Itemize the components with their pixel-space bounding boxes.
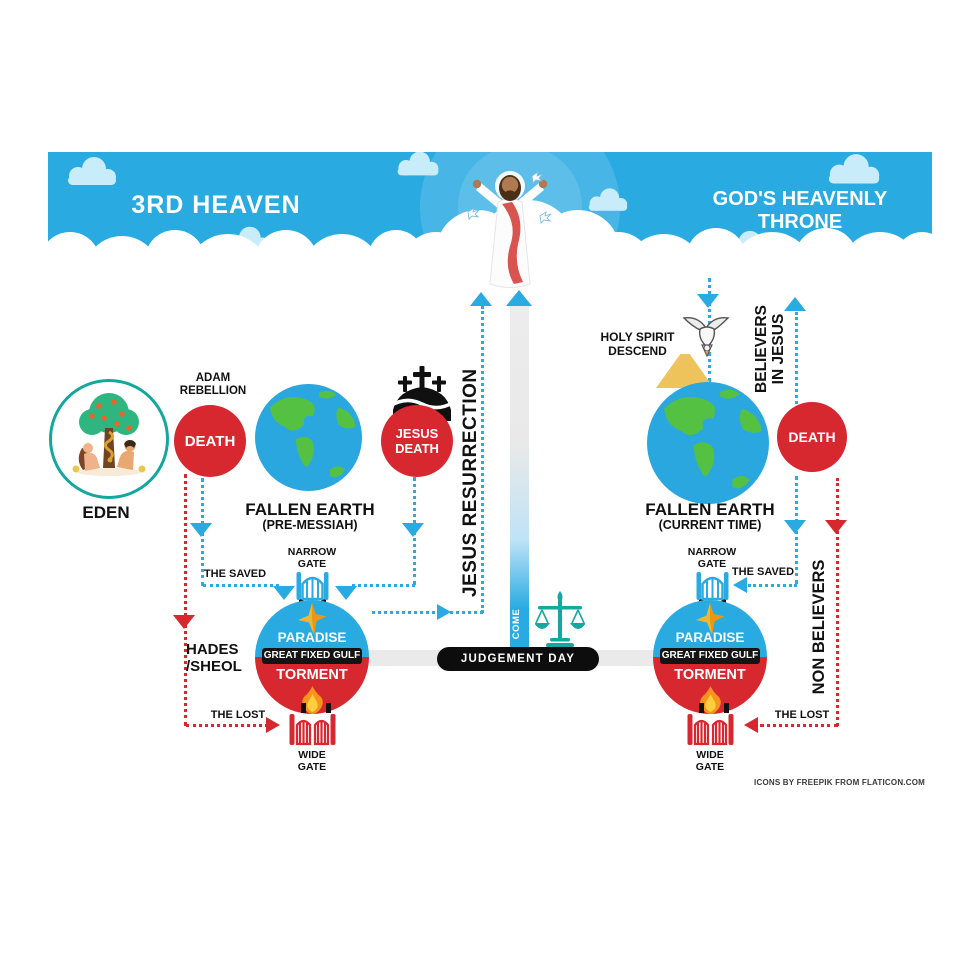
icons-credit: ICONS BY FREEPIK FROM FLATICON.COM: [754, 778, 925, 787]
resurrection-path-vertical: [481, 306, 484, 613]
dove-icon: [682, 317, 730, 358]
eden-tree-icon: [72, 393, 146, 476]
torment-label-left: TORMENT: [276, 667, 348, 683]
the-saved-label-right: THE SAVED: [731, 566, 795, 578]
believers-arrow-up-icon: [784, 297, 806, 311]
cloud-border-art: [40, 107, 948, 318]
come-label: COME: [511, 608, 522, 640]
spirit-descend-path-b: [708, 352, 711, 382]
gate-post: [301, 703, 306, 713]
saved-line-right: [748, 584, 797, 587]
gate-post: [326, 703, 331, 713]
ascension-bar-arrow-up-icon: [506, 290, 532, 306]
torment-label-right: TORMENT: [674, 667, 746, 683]
fallen-earth-current-title: FALLEN EARTH: [645, 500, 775, 519]
lost-arrow-right-icon: [266, 717, 280, 733]
saved-gate-arrow-left-icon: [273, 586, 295, 600]
gate-post: [699, 703, 704, 713]
saved-arrow-down-icon: [190, 523, 212, 537]
great-fixed-gulf-band-left: GREAT FIXED GULF: [262, 648, 362, 664]
resurrection-arrow-right-icon: [437, 604, 451, 620]
fallen-earth-pre-title: FALLEN EARTH: [245, 500, 375, 519]
gate-post: [724, 703, 729, 713]
heaven-banner: [40, 107, 948, 318]
flame-icon: [700, 686, 721, 714]
narrow-gate-label-right: NARROW GATE: [687, 546, 737, 570]
judgement-day-pill: JUDGEMENT DAY: [437, 647, 599, 671]
nonbelievers-arrow-down-icon: [825, 520, 847, 534]
saved-arrow-down-right-icon: [784, 520, 806, 534]
jesus-resurrection-label: JESUS RESURRECTION: [460, 368, 481, 597]
gods-throne-title: GOD'S HEAVENLY THRONE: [690, 188, 910, 234]
non-believers-label: NON BELIEVERS: [810, 559, 828, 695]
wide-gate-icon: [289, 714, 336, 746]
paradise-label-right: PARADISE: [675, 630, 745, 645]
gods-throne-line1: GOD'S HEAVENLY: [712, 188, 888, 210]
fallen-earth-pre-subtitle: (PRE-MESSIAH): [262, 518, 358, 532]
fallen-earth-current-subtitle: (CURRENT TIME): [658, 518, 762, 532]
narrow-gate-label-left: NARROW GATE: [287, 546, 337, 570]
eden-label: EDEN: [82, 503, 130, 522]
wide-gate-label-right: WIDE GATE: [695, 749, 725, 773]
jesus-death-arrow-down-icon: [402, 523, 424, 537]
believers-in-jesus-label: BELIEVERS IN JESUS: [753, 305, 788, 393]
star-icon: [696, 603, 724, 635]
dove-icon: [467, 170, 552, 224]
saved-line-left-b: [352, 584, 415, 587]
resurrection-arrow-up-icon: [470, 292, 492, 306]
the-lost-label-right: THE LOST: [774, 709, 830, 721]
death-circle-left: DEATH: [174, 405, 246, 477]
the-saved-label-left: THE SAVED: [203, 568, 267, 580]
lost-arrow-left-icon: [744, 717, 758, 733]
globe-icon: [255, 384, 362, 491]
eden-circle: [49, 379, 169, 499]
lost-path-left-vertical: [184, 474, 187, 726]
wide-gate-icon: [687, 714, 734, 746]
globe-icon: [647, 382, 769, 504]
flame-icon: [302, 686, 323, 714]
jesus-figure-icon: [467, 170, 552, 288]
the-lost-label-left: THE LOST: [210, 709, 266, 721]
gods-throne-line2: THRONE: [757, 211, 843, 233]
holy-spirit-label: HOLY SPIRIT DESCEND: [600, 330, 675, 358]
resurrection-path-horizontal: [372, 611, 483, 614]
star-icon: [298, 603, 326, 635]
jesus-death-circle: JESUS DEATH: [381, 405, 453, 477]
wide-gate-label-left: WIDE GATE: [297, 749, 327, 773]
lost-arrow-down-icon: [173, 615, 195, 629]
spirit-arrow-down-icon: [697, 294, 719, 308]
third-heaven-title: 3RD HEAVEN: [131, 191, 301, 219]
scales-of-justice-icon: [535, 591, 585, 648]
nonbelievers-path-vertical: [836, 478, 839, 726]
hades-sheol-label: HADES /SHEOL: [186, 641, 242, 676]
lost-line-left: [186, 724, 268, 727]
saved-arrow-left-icon: [733, 577, 747, 593]
great-fixed-gulf-band-right: GREAT FIXED GULF: [660, 648, 760, 664]
believers-path-up: [795, 312, 798, 404]
paradise-label-left: PARADISE: [277, 630, 347, 645]
lost-line-right: [760, 724, 838, 727]
saved-line-left-a: [203, 584, 279, 587]
saved-gate-arrow-right-icon: [335, 586, 357, 600]
come-ascension-bar: [510, 305, 529, 650]
adam-rebellion-label: ADAM REBELLION: [179, 372, 247, 398]
death-circle-right: DEATH: [777, 402, 847, 472]
